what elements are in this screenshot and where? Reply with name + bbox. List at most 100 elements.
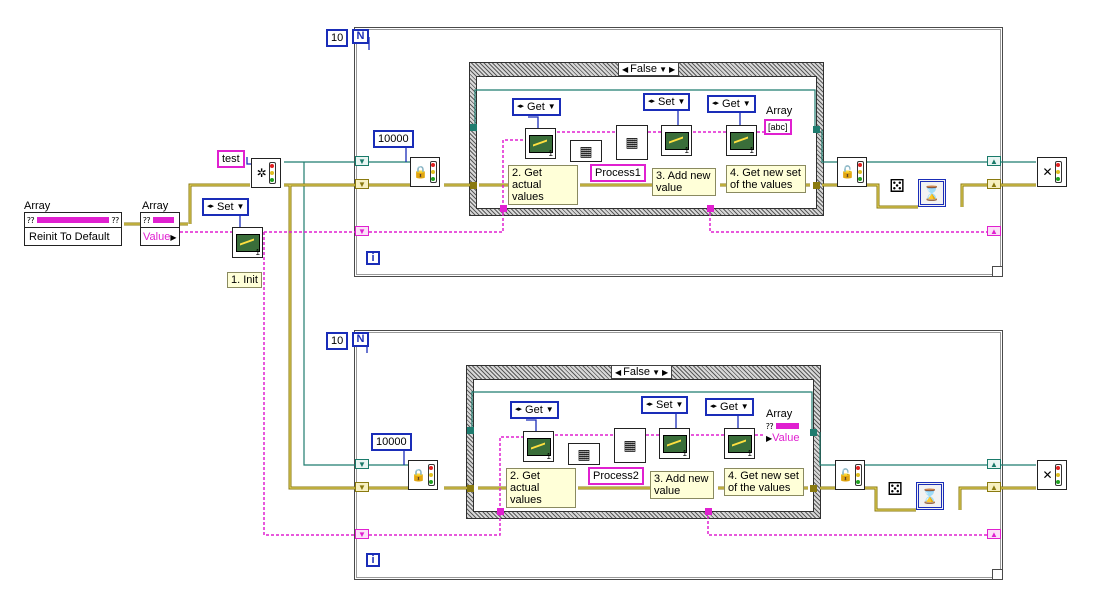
wait-ms-vi-2[interactable]: ⌛ [916, 482, 944, 510]
array-bracket-icon: [ [768, 122, 771, 132]
acquire-semaphore-vi-1[interactable]: 🔒 [410, 157, 440, 187]
set-init-enum[interactable]: ◂▸Set ▼ [202, 198, 250, 216]
traffic-light-icon [429, 161, 437, 183]
fgv-init-vi[interactable]: 1 [232, 227, 263, 258]
release-queue-vi-2[interactable]: ✕ [1037, 460, 1067, 490]
release-queue-vi-1[interactable]: ✕ [1037, 157, 1067, 187]
dropdown-arrow-icon: ▼ [547, 102, 556, 111]
case-selector-1[interactable]: ◀ False ▼ ▶ [618, 62, 680, 76]
array-bar-icon [153, 217, 174, 223]
timeout-constant-2[interactable]: 10000 [371, 433, 412, 451]
array-to-matrix-vi-1[interactable]: ▦ [570, 140, 602, 162]
timeout-constant-1[interactable]: 10000 [373, 130, 414, 148]
fgv-get-vi-1b[interactable]: 1 [726, 125, 757, 156]
shift-register-cluster-right-1: ▲ [987, 179, 1001, 189]
refnum-icon: ⁇ [27, 215, 35, 225]
comment-add-value-1: 3. Add new value [652, 168, 716, 196]
get-enum-1b[interactable]: ◂▸Get ▼ [707, 95, 756, 113]
prev-case-icon: ◀ [615, 367, 622, 377]
get-enum-2b[interactable]: ◂▸Get ▼ [705, 398, 754, 416]
fgv-set-vi-1[interactable]: 1 [661, 125, 692, 156]
refnum-wire-top [180, 131, 987, 536]
traffic-light-icon [856, 161, 864, 183]
updown-icon: ◂▸ [646, 401, 654, 408]
case-selector-label-2: False [623, 365, 651, 378]
build-array-vi-2[interactable]: ▦ [614, 428, 646, 463]
comment-get-actual-1: 2. Get actual values [508, 165, 578, 205]
process-name-constant-1[interactable]: Process1 [590, 164, 646, 182]
dropdown-icon: ▼ [659, 64, 667, 74]
loop-count-constant-1[interactable]: 10 [326, 29, 349, 47]
fgv-get-vi-2b[interactable]: 1 [724, 428, 755, 459]
release-semaphore-vi-2[interactable]: 🔓 [835, 460, 865, 490]
dropdown-arrow-icon: ▼ [677, 97, 686, 106]
case-tunnel-1a [470, 124, 477, 131]
dropdown-arrow-icon: ▼ [742, 99, 751, 108]
reinit-to-default-node[interactable]: ⁇⁇ Reinit To Default [24, 212, 122, 246]
array-indicator-1[interactable]: [abc] [764, 119, 792, 135]
shift-register-cluster-left-1: ▼ [355, 179, 369, 189]
set-label-2: Set [656, 399, 673, 411]
graph-icon [662, 434, 687, 453]
process-name-constant-2[interactable]: Process2 [588, 467, 644, 485]
shift-register-error-right-2: ▲ [987, 459, 1001, 469]
value-property-label: Value [143, 231, 171, 243]
test-string-constant[interactable]: test [217, 150, 245, 168]
get-enum-2a[interactable]: ◂▸Get ▼ [510, 401, 559, 419]
random-number-icon-2: ⚄ [887, 479, 903, 499]
updown-icon: ◂▸ [207, 203, 215, 210]
unlock-icon: 🔓 [838, 468, 853, 482]
prev-case-icon: ◀ [622, 64, 629, 74]
updown-icon: ◂▸ [517, 103, 525, 110]
shift-register-refnum-right-1: ▲ [987, 226, 1001, 236]
case-tunnel-2c [497, 508, 504, 515]
vi-subscript: 1 [255, 248, 260, 257]
next-case-icon: ▶ [668, 64, 676, 74]
loop-count-constant-2[interactable]: 10 [326, 332, 349, 350]
get-label-1a: Get [527, 101, 545, 113]
loop-corner-1 [992, 266, 1002, 276]
dropdown-arrow-icon: ▼ [675, 400, 684, 409]
for-loop-2[interactable] [354, 330, 1003, 580]
array-indicator-label-1: Array [766, 105, 793, 117]
iteration-terminal-1: i [366, 251, 380, 265]
for-loop-1[interactable] [354, 27, 1003, 277]
array-to-matrix-vi-2[interactable]: ▦ [568, 443, 600, 465]
comment-get-new-set-2-text: 4. Get new set of the values [728, 470, 799, 494]
graph-icon [528, 134, 553, 153]
comment-get-new-set-1-text: 4. Get new set of the values [730, 167, 801, 191]
wait-ms-vi-1[interactable]: ⌛ [918, 179, 946, 207]
get-label-2b: Get [720, 401, 738, 413]
refnum-icon: ⁇ [766, 421, 774, 431]
dropdown-arrow-icon: ▼ [236, 202, 245, 211]
fgv-set-vi-2[interactable]: 1 [659, 428, 690, 459]
loop-count-terminal-1: N [352, 29, 369, 44]
set-enum-1[interactable]: ◂▸Set ▼ [643, 93, 691, 111]
matrix-icon: ▦ [625, 134, 639, 150]
case-tunnel-2e [810, 485, 817, 492]
case-tunnel-2a [467, 427, 474, 434]
reinit-to-default-label: Reinit To Default [29, 231, 110, 243]
set-init-label: Set [217, 201, 234, 213]
array-indicator-2[interactable]: ⁇ ▶Value [764, 421, 804, 455]
fgv-get-vi-1a[interactable]: 1 [525, 128, 556, 159]
updown-icon: ◂▸ [648, 98, 656, 105]
release-semaphore-vi-1[interactable]: 🔓 [837, 157, 867, 187]
acquire-semaphore-vi-2[interactable]: 🔒 [408, 460, 438, 490]
obtain-queue-vi[interactable]: ✲ [251, 158, 281, 188]
build-array-vi-1[interactable]: ▦ [616, 125, 648, 160]
comment-get-actual-2: 2. Get actual values [506, 468, 576, 508]
traffic-light-icon [1054, 161, 1062, 183]
close-doc-icon: ✕ [1042, 165, 1053, 179]
dropdown-icon: ▼ [652, 367, 660, 377]
comment-add-value-2-text: 3. Add new value [654, 473, 709, 497]
shift-register-error-right-1: ▲ [987, 156, 1001, 166]
case-selector-2[interactable]: ◀ False ▼ ▶ [611, 365, 673, 379]
set-enum-2[interactable]: ◂▸Set ▼ [641, 396, 689, 414]
array-property-node[interactable]: ⁇ Value▶ [140, 212, 180, 246]
graph-icon [727, 434, 752, 453]
fgv-get-vi-2a[interactable]: 1 [523, 431, 554, 462]
updown-icon: ◂▸ [515, 406, 523, 413]
get-enum-1a[interactable]: ◂▸Get ▼ [512, 98, 561, 116]
shift-register-cluster-right-2: ▲ [987, 482, 1001, 492]
